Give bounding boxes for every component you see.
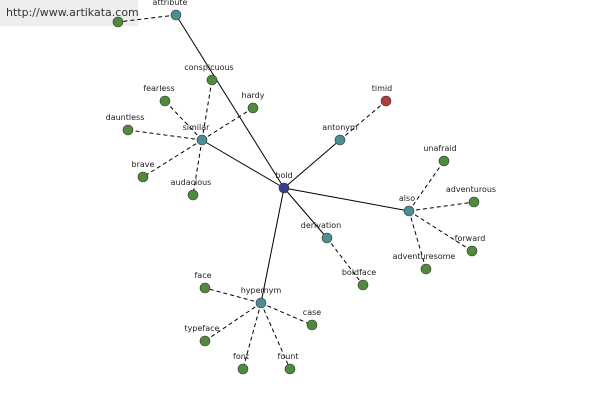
term-node-adventurous[interactable] — [468, 196, 480, 208]
term-node-forward[interactable] — [466, 245, 478, 257]
term-label-dauntless: dauntless — [106, 113, 145, 122]
edge-root-antonym — [283, 139, 341, 189]
edge-also-unafraid — [408, 160, 445, 212]
edge-hypernym-face — [204, 287, 262, 304]
term-node-hardy[interactable] — [247, 102, 259, 114]
term-node-face[interactable] — [199, 282, 211, 294]
root-node-bold[interactable] — [278, 182, 290, 194]
term-node-font[interactable] — [237, 363, 249, 375]
term-node-fount[interactable] — [284, 363, 296, 375]
term-node-brave[interactable] — [137, 171, 149, 183]
term-node-conspicuous[interactable] — [206, 74, 218, 86]
relation-node-attribute[interactable] — [170, 9, 182, 21]
edge-derivation-boldface — [326, 237, 364, 286]
relation-node-similar[interactable] — [196, 134, 208, 146]
relation-node-antonym[interactable] — [334, 134, 346, 146]
term-label-font: font — [233, 352, 249, 361]
relation-label-antonym: antonym — [322, 123, 358, 132]
graph-edges — [117, 14, 475, 370]
edge-hypernym-typeface — [204, 302, 262, 342]
term-node-fearless[interactable] — [159, 95, 171, 107]
term-label-fount: fount — [278, 352, 299, 361]
term-node-boldface[interactable] — [357, 279, 369, 291]
edge-similar-conspicuous — [201, 79, 213, 141]
edge-similar-fearless — [164, 100, 203, 141]
relation-node-derivation[interactable] — [321, 232, 333, 244]
term-node-audacious[interactable] — [187, 189, 199, 201]
term-label-adventuresome: adventuresome — [393, 252, 456, 261]
edge-similar-audacious — [192, 139, 203, 196]
term-label-conspicuous: conspicuous — [184, 63, 233, 72]
edge-root-hypernym — [260, 187, 285, 304]
edge-hypernym-fount — [260, 302, 291, 370]
edge-attribute-attr-term — [117, 14, 177, 23]
edge-similar-brave — [142, 139, 203, 178]
term-node-attr-term[interactable] — [112, 16, 124, 28]
term-label-case: case — [303, 308, 321, 317]
term-node-case[interactable] — [306, 319, 318, 331]
relation-label-also: also — [399, 194, 415, 203]
root-label: bold — [275, 171, 292, 180]
term-label-forward: forward — [455, 234, 486, 243]
term-node-adventuresome[interactable] — [420, 263, 432, 275]
edge-also-forward — [408, 210, 473, 252]
relation-node-also[interactable] — [403, 205, 415, 217]
graph-nodes — [112, 9, 480, 375]
relation-label-similar: similar — [183, 123, 211, 132]
edge-hypernym-case — [260, 302, 313, 326]
edge-hypernym-font — [242, 302, 262, 370]
term-label-fearless: fearless — [143, 84, 174, 93]
relation-label-derivation: derivation — [301, 221, 341, 230]
term-label-audacious: audacious — [171, 178, 212, 187]
relation-label-hypernym: hypernym — [241, 286, 282, 295]
edge-root-attribute — [175, 14, 285, 189]
term-label-hardy: hardy — [242, 91, 265, 100]
edge-also-adventurous — [408, 201, 475, 212]
term-label-adventurous: adventurous — [446, 185, 496, 194]
edge-root-derivation — [283, 187, 328, 239]
edge-also-adventuresome — [408, 210, 427, 270]
term-node-unafraid[interactable] — [438, 155, 450, 167]
edge-antonym-timid — [339, 100, 387, 141]
term-label-typeface: typeface — [185, 324, 220, 333]
term-node-typeface[interactable] — [199, 335, 211, 347]
term-label-brave: brave — [132, 160, 155, 169]
term-label-boldface: boldface — [342, 268, 376, 277]
relation-node-hypernym[interactable] — [255, 297, 267, 309]
edge-similar-dauntless — [127, 129, 203, 141]
term-label-face: face — [194, 271, 211, 280]
term-node-dauntless[interactable] — [122, 124, 134, 136]
edge-root-also — [283, 187, 410, 212]
term-label-timid: timid — [372, 84, 392, 93]
edge-similar-hardy — [201, 107, 254, 141]
edge-root-similar — [201, 139, 285, 189]
graph-labels: bold attribute similar antonym also derivatio… — [106, 0, 496, 361]
term-label-unafraid: unafraid — [423, 144, 456, 153]
term-node-timid[interactable] — [380, 95, 392, 107]
watermark-url[interactable]: http://www.artikata.com — [0, 0, 139, 26]
relation-label-attribute: attribute — [153, 0, 188, 7]
